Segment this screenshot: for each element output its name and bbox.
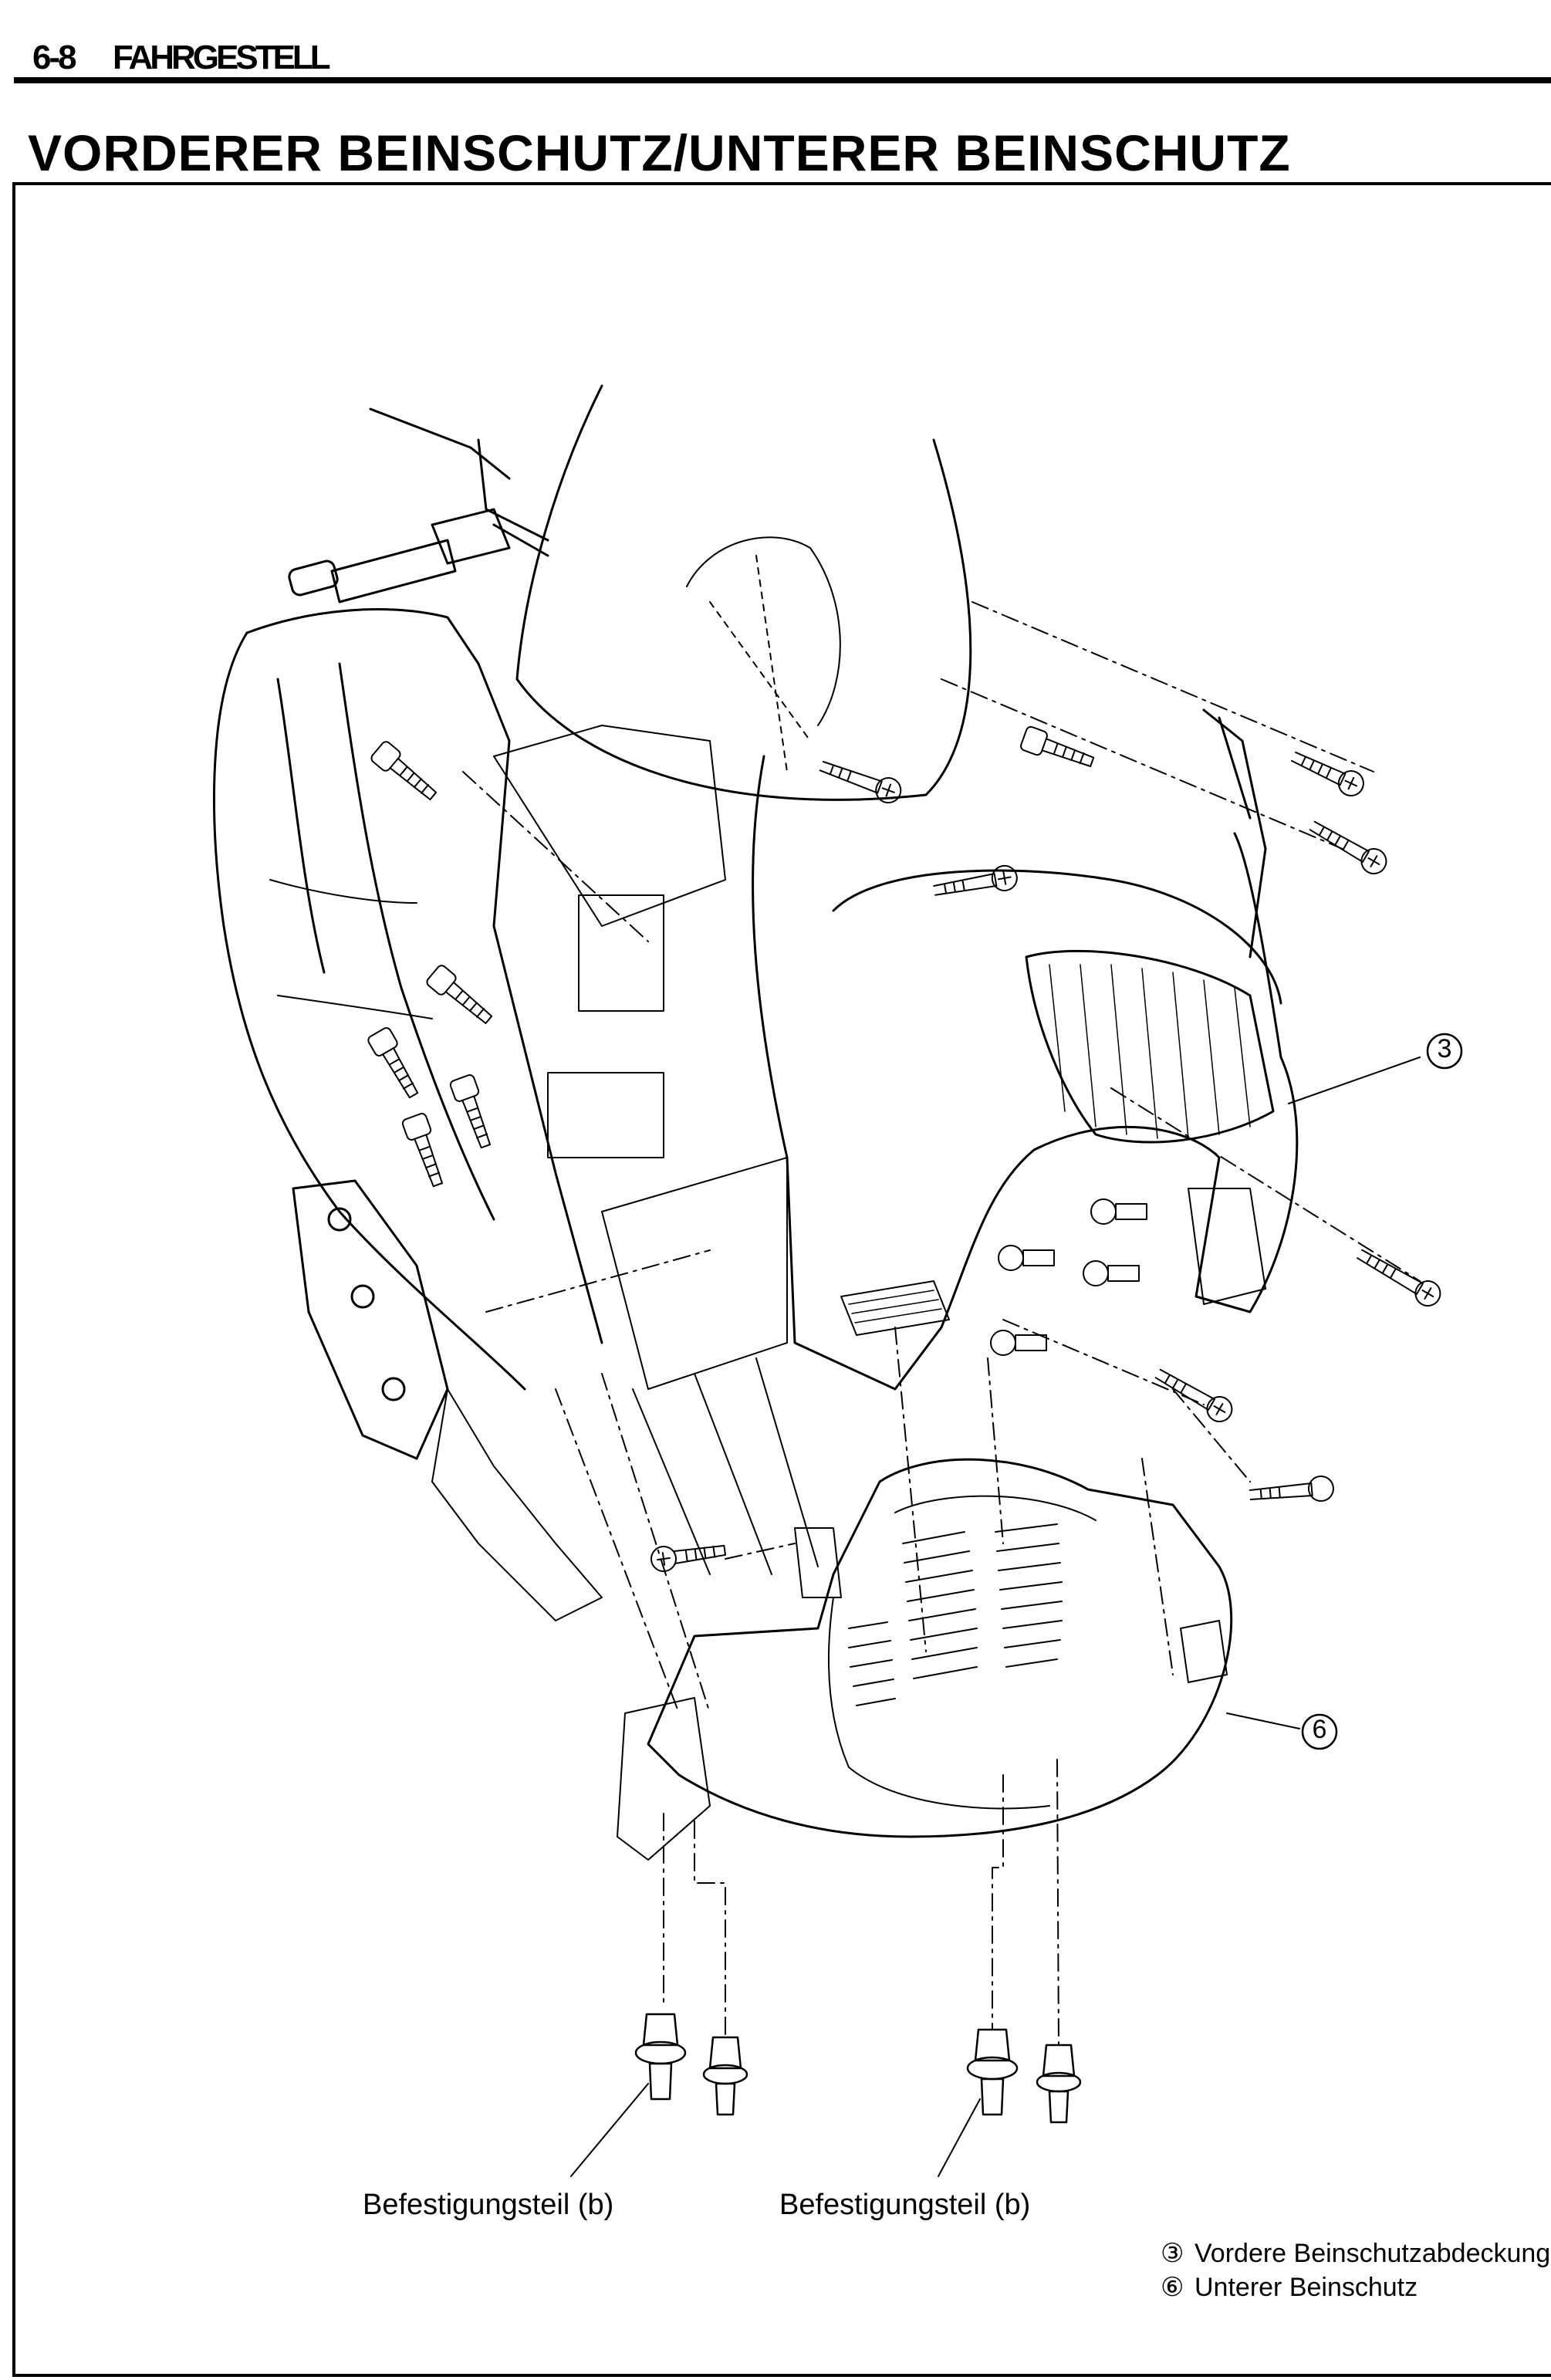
legend-number: ③ [1161, 2239, 1184, 2268]
handlebar [288, 407, 549, 603]
lower-leg-shield [617, 1458, 1233, 1861]
windshield [515, 384, 972, 801]
section-title: VORDERER BEINSCHUTZ/UNTERER BEINSCHUTZ [28, 124, 1291, 181]
front-leg-shield-cover [752, 755, 1299, 1391]
right-screws [650, 725, 1441, 1572]
callout-6-number: 6 [1312, 1715, 1327, 1744]
callout-3 [1426, 1033, 1463, 1070]
windshield-bracket [1202, 708, 1267, 958]
exploded-view-drawing [213, 384, 1463, 2177]
fastener-label-left: Befestigungsteil (b) [363, 2189, 614, 2221]
assembly-lines [462, 601, 1421, 2046]
legend-number: ⑥ [1161, 2273, 1184, 2302]
left-bracket [292, 1179, 603, 1621]
push-rivets [990, 1198, 1147, 1356]
scooter-body [213, 608, 819, 1575]
page-number: 6-8 [32, 39, 77, 76]
legend-text: Unterer Beinschutz [1195, 2273, 1418, 2302]
callout-3-number: 3 [1437, 1034, 1452, 1063]
legend-text: Vordere Beinschutzabdeckung [1195, 2239, 1551, 2268]
legend-item: ③ Vordere Beinschutzabdeckung [1161, 2236, 1550, 2270]
left-screws [367, 741, 493, 1188]
callout-6 [1301, 1713, 1338, 1750]
callout-leaders [570, 1056, 1421, 2177]
legend: ③ Vordere Beinschutzabdeckung ⑥ Unterer Be… [1161, 2236, 1550, 2304]
page-header: 6-8 FAHRGESTELL [14, 28, 1551, 83]
fastener-label-right: Befestigungsteil (b) [779, 2189, 1031, 2221]
bottom-fasteners [634, 2013, 1082, 2124]
chapter-title: FAHRGESTELL [113, 39, 331, 76]
legend-item: ⑥ Unterer Beinschutz [1161, 2270, 1550, 2304]
figure-frame: 3 6 Befestigungsteil (b) Befestigungstei… [12, 182, 1551, 2377]
